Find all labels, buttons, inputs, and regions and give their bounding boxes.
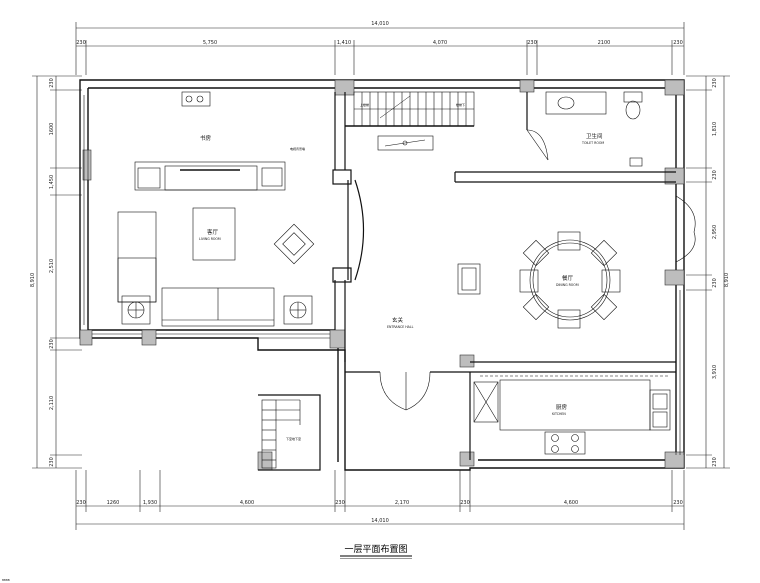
columns [79, 79, 685, 471]
side-door [675, 195, 696, 263]
bottom-dim-7: 230 [460, 500, 470, 506]
top-dimensions [75, 22, 685, 75]
bottom-dim-5: 230 [335, 500, 345, 506]
kitchen-sublabel: KITCHEN [552, 412, 566, 416]
stair-under-note: 楼梯下 [456, 102, 465, 107]
bottom-dim-6: 2,170 [395, 500, 409, 506]
bath-sublabel: TOILET ROOM [581, 141, 604, 145]
living-sublabel: LIVING ROOM [199, 237, 221, 241]
left-total-dim: 8,910 [30, 273, 36, 287]
left-dim-2: 1600 [49, 123, 55, 136]
left-dim-5: 230 [49, 339, 55, 349]
top-dim-5: 230 [527, 40, 537, 46]
living-room-furniture [117, 91, 315, 327]
left-dim-3: 1,450 [49, 175, 55, 189]
left-dim-7: 230 [49, 457, 55, 467]
right-dim-3: 230 [712, 170, 718, 180]
bottom-dim-9: 230 [673, 500, 683, 506]
corner-note: 8888 [2, 578, 10, 582]
right-dim-7: 230 [712, 457, 718, 467]
living-label: 客厅 [207, 228, 219, 236]
top-dim-3: 1,410 [337, 40, 351, 46]
left-dim-6: 2,110 [49, 396, 55, 410]
left-dim-4: 2,510 [49, 259, 55, 273]
bottom-dimensions [75, 470, 685, 530]
left-window [79, 95, 89, 325]
right-dim-5: 230 [712, 278, 718, 288]
right-dim-2: 1,810 [712, 122, 718, 136]
stairs-down-note: 下至地下室 [286, 436, 301, 441]
top-dim-2: 5,750 [203, 40, 217, 46]
cabinet-note: 电视背景墙 [290, 146, 305, 151]
right-window [675, 290, 685, 455]
left-dim-1: 230 [49, 78, 55, 88]
bath-label: 卫生间 [586, 132, 603, 140]
bottom-window [92, 333, 330, 339]
top-dim-7: 230 [673, 40, 683, 46]
bottom-total-dim: 14,010 [371, 518, 389, 524]
top-dim-4: 4,070 [433, 40, 447, 46]
kitchen-fixtures [473, 375, 671, 455]
bathroom-fixtures [526, 91, 643, 167]
drawing-title: 一层平面布置图 [344, 543, 407, 555]
top-dim-1: 230 [76, 40, 86, 46]
dining-label: 餐厅 [562, 274, 574, 282]
console-table [377, 135, 434, 151]
right-dim-6: 3,910 [712, 365, 718, 379]
top-total-dim: 14,010 [371, 21, 389, 27]
dining-sublabel: DINING ROOM [556, 283, 579, 287]
main-staircase [345, 91, 475, 127]
top-dim-6: 2100 [598, 40, 611, 46]
lower-staircase [261, 399, 301, 469]
right-dim-4: 2,950 [712, 225, 718, 239]
right-dimensions [686, 75, 730, 469]
stairs-up-note: 上楼梯 [360, 102, 369, 107]
right-dim-1: 230 [712, 78, 718, 88]
left-dimensions [32, 75, 82, 469]
bottom-dim-1: 230 [76, 500, 86, 506]
hall-sublabel: ENTRANCE HALL [387, 325, 414, 329]
hall-label: 玄关 [392, 316, 404, 324]
bottom-dim-2: 1260 [107, 500, 120, 506]
study-label: 书房 [200, 134, 212, 142]
entrance-door [379, 371, 431, 411]
bottom-dim-8: 4,600 [564, 500, 578, 506]
bottom-dim-4: 4,600 [240, 500, 254, 506]
kitchen-label: 厨房 [556, 403, 568, 411]
right-total-dim: 8,910 [724, 273, 730, 287]
bottom-dim-3: 1,930 [143, 500, 157, 506]
interior-walls [258, 92, 676, 471]
dining-furniture [457, 231, 621, 329]
